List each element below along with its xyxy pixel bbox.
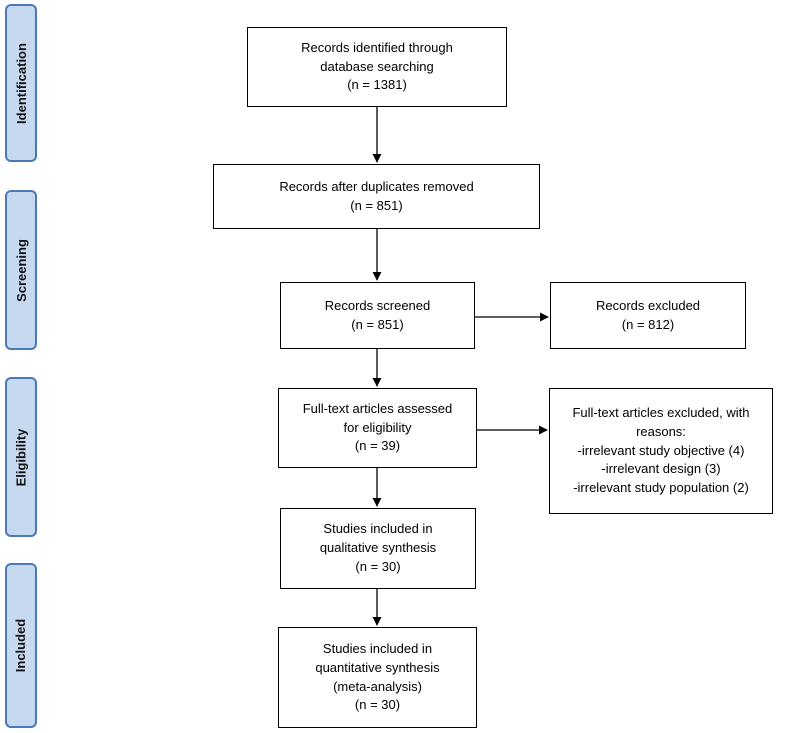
box-line: Studies included in: [323, 521, 433, 537]
box-line: reasons:: [636, 423, 686, 439]
box-records-identified: Records identified through database sear…: [247, 27, 507, 107]
box-line: (n = 39): [354, 438, 401, 454]
box-quantitative-synthesis: Studies included in quantitative synthes…: [278, 627, 477, 728]
box-line: (n = 1381): [347, 77, 407, 93]
box-line: Full-text articles excluded, with: [572, 404, 750, 420]
box-records-after-duplicates: Records after duplicates removed (n = 85…: [213, 164, 540, 229]
box-line: Records after duplicates removed: [279, 178, 474, 194]
box-full-text-excluded: Full-text articles excluded, with reason…: [549, 388, 773, 514]
box-line: (n = 30): [354, 697, 401, 713]
box-line: database searching: [320, 58, 434, 74]
box-line: for eligibility: [343, 419, 412, 435]
box-records-screened: Records screened (n = 851): [280, 282, 475, 349]
box-line: quantitative synthesis: [315, 659, 440, 675]
box-line: Records screened: [324, 297, 431, 313]
box-full-text-assessed: Full-text articles assessed for eligibil…: [278, 388, 477, 468]
phase-included: Included: [5, 563, 37, 728]
box-line: qualitative synthesis: [319, 540, 437, 556]
box-line: Full-text articles assessed: [302, 400, 453, 416]
box-line: Studies included in: [322, 640, 433, 656]
box-line: -irrelevant study population (2): [573, 480, 749, 496]
phase-screening: Screening: [5, 190, 37, 350]
box-line: Records identified through: [301, 39, 453, 55]
box-records-excluded: Records excluded (n = 812): [550, 282, 746, 349]
phase-identification: Identification: [5, 4, 37, 162]
box-line: (n = 812): [621, 316, 675, 332]
box-line: (n = 851): [350, 197, 403, 213]
box-line: (n = 30): [355, 558, 401, 574]
box-qualitative-synthesis: Studies included in qualitative synthesi…: [280, 508, 476, 589]
box-line: (n = 851): [351, 316, 404, 332]
box-line: (meta-analysis): [333, 678, 422, 694]
box-line: Records excluded: [595, 297, 701, 313]
phase-eligibility: Eligibility: [5, 377, 37, 537]
box-line: -irrelevant study objective (4): [577, 442, 745, 458]
box-line: -irrelevant design (3): [601, 461, 721, 477]
